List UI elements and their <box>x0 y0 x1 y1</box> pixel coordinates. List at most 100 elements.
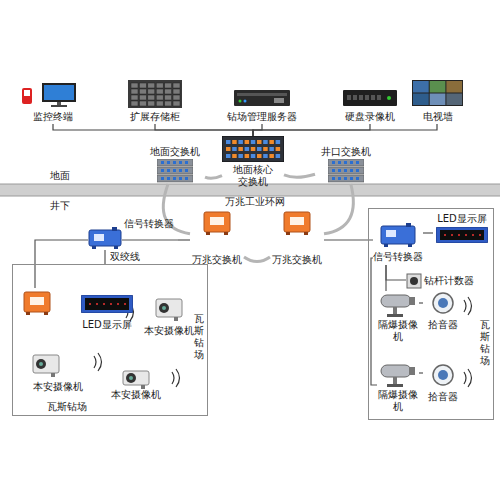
area-title: 瓦斯钻场 <box>193 313 205 361</box>
icon-shape <box>269 154 274 158</box>
device-node: 本安摄像机 <box>105 367 167 401</box>
icon-shape <box>173 169 176 172</box>
icon-shape <box>117 303 119 305</box>
ring-link <box>205 176 222 179</box>
icon-shape <box>408 244 412 247</box>
cable-link <box>104 250 105 264</box>
icon-shape <box>338 169 341 172</box>
icon-shape <box>263 140 268 144</box>
icon-shape <box>328 159 364 166</box>
gswitch-icon <box>328 159 364 183</box>
device-label: 隔爆摄像机 <box>377 319 419 343</box>
edge-label: 双绞线 <box>110 251 150 263</box>
device-node: 地面核心交换机 <box>222 136 284 188</box>
device-node: 隔爆摄像机 <box>377 291 419 343</box>
ring-link <box>324 184 353 234</box>
wave-symbol <box>464 297 472 315</box>
icon-shape <box>251 147 256 151</box>
icon-shape <box>412 80 463 106</box>
icon-shape <box>328 175 364 182</box>
icon-shape <box>161 161 164 164</box>
icon-shape <box>81 295 133 313</box>
icon-shape <box>110 303 112 305</box>
icon-shape <box>245 154 250 158</box>
icon-shape <box>139 89 146 94</box>
icon-shape <box>393 377 397 385</box>
device-node: 本安摄像机 <box>141 295 197 341</box>
device-label: 井口交换机 <box>315 146 377 158</box>
free-label: 万兆工业环网 <box>223 196 287 208</box>
icon-shape <box>446 81 462 93</box>
icon-shape <box>406 223 411 227</box>
icon-shape <box>410 277 418 285</box>
icon-shape <box>57 102 61 105</box>
icon-shape <box>131 83 138 88</box>
device-node: 电视墙 <box>410 80 465 124</box>
icon-shape <box>407 274 421 288</box>
icon-shape <box>263 154 268 158</box>
icon-shape <box>206 232 210 235</box>
icon-shape <box>465 234 467 236</box>
icon-shape <box>202 208 232 236</box>
icon-shape <box>430 94 446 106</box>
icon-shape <box>245 140 250 144</box>
icon-shape <box>81 295 133 313</box>
icon-shape <box>179 161 182 164</box>
icon-shape <box>381 226 415 244</box>
counter-icon <box>406 273 422 289</box>
icon-shape <box>148 95 155 100</box>
led-icon <box>81 295 133 313</box>
device-body <box>24 292 50 312</box>
icon-shape <box>332 161 335 164</box>
icon-shape <box>204 212 230 232</box>
icon-shape <box>173 95 180 100</box>
mic-icon <box>431 291 455 315</box>
device-node: 钻杆计数器 <box>406 271 486 291</box>
cable-link <box>178 239 190 240</box>
device-label: 硬盘录像机 <box>335 111 405 123</box>
icon-shape <box>156 101 163 106</box>
device-label: 信号转换器 <box>370 251 426 263</box>
icon-shape <box>440 230 484 240</box>
cable-link <box>419 302 423 303</box>
icon-shape <box>121 367 151 389</box>
icon-shape <box>148 89 155 94</box>
device-node: 钻场管理服务器 <box>220 86 304 124</box>
device-label: LED显示屏 <box>433 213 491 225</box>
ring-link <box>244 257 270 262</box>
icon-shape <box>157 159 193 166</box>
icon-shape <box>174 317 178 321</box>
icon-shape <box>36 359 46 369</box>
icon-shape <box>131 89 138 94</box>
icon-shape <box>157 159 193 183</box>
cable-link <box>155 124 253 136</box>
icon-shape <box>165 101 172 106</box>
device-label: 拾音器 <box>423 391 463 403</box>
icon-shape <box>381 365 411 377</box>
excam-icon <box>377 291 419 317</box>
icon-shape <box>263 147 268 151</box>
icon-shape <box>290 217 304 225</box>
icon-shape <box>245 147 250 151</box>
icon-shape <box>350 177 353 180</box>
icon-shape <box>328 167 364 174</box>
icon-shape <box>436 227 488 243</box>
device-node: 硬盘录像机 <box>335 86 405 124</box>
icon-shape <box>44 85 74 100</box>
icon-shape <box>165 95 172 100</box>
icon-shape <box>131 95 138 100</box>
icon-shape <box>238 154 243 158</box>
device-node: 地面交换机 <box>145 146 205 184</box>
icon-shape <box>238 140 243 144</box>
icon-shape <box>161 177 164 180</box>
icon-shape <box>284 212 310 232</box>
icon-shape <box>157 175 193 182</box>
icon-shape <box>167 169 170 172</box>
icon-shape <box>156 95 163 100</box>
icon-shape <box>51 105 67 107</box>
icon-shape <box>92 246 96 249</box>
icon-shape <box>148 101 155 106</box>
icon-shape <box>386 230 396 237</box>
icon-shape <box>31 351 61 377</box>
